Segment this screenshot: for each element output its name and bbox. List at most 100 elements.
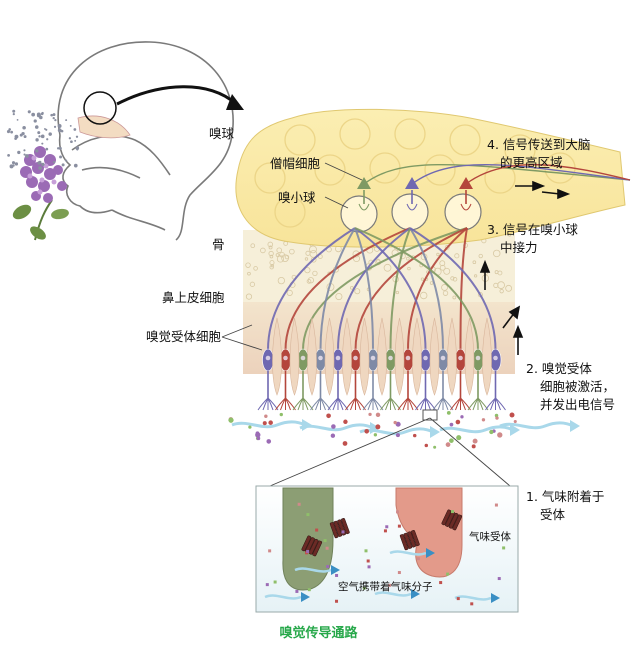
bone-speck xyxy=(276,255,285,263)
neuron-cilium xyxy=(315,397,321,411)
bone-speck xyxy=(304,257,309,261)
receptor-helix xyxy=(308,538,319,555)
bone-speck xyxy=(478,253,483,259)
odor-molecule xyxy=(412,433,417,438)
odor-molecule xyxy=(472,438,478,444)
bone-speck xyxy=(350,285,354,290)
support-cell xyxy=(412,317,422,396)
odor-receptor-protein xyxy=(301,535,323,557)
bone-speck xyxy=(420,277,425,281)
axon xyxy=(407,227,468,351)
odor-dot xyxy=(23,149,26,152)
mitral-tuft xyxy=(406,203,418,211)
inset-odor-molecule xyxy=(323,539,327,543)
inset-odor-molecule xyxy=(416,557,420,561)
mitral-axon xyxy=(465,164,631,185)
odor-dot xyxy=(23,153,26,156)
odor-molecule xyxy=(331,424,336,429)
odor-dot xyxy=(23,135,27,139)
neuron-cilium xyxy=(407,397,419,411)
inset-odor-molecule xyxy=(396,510,400,514)
inset-air-head xyxy=(301,592,310,602)
inset-odor-molecule xyxy=(364,549,368,553)
neuron-cilium xyxy=(425,397,436,411)
bone-speck xyxy=(499,289,504,294)
odor-molecule xyxy=(460,415,464,419)
odor-molecule xyxy=(497,432,503,438)
neuron-cilium xyxy=(460,397,466,411)
receptor-helix xyxy=(403,532,413,549)
odor-dot xyxy=(75,135,79,138)
inset-odor-molecule xyxy=(451,510,455,514)
air-flow-head xyxy=(430,426,440,438)
odor-dot xyxy=(40,134,45,139)
odor-dot xyxy=(16,118,19,121)
neuron-cilium xyxy=(297,397,304,411)
odor-molecule xyxy=(375,424,381,430)
step2-line1: 2. 嗅觉受体 xyxy=(526,361,592,376)
bone-speck xyxy=(269,254,274,259)
odor-molecule xyxy=(471,444,476,449)
air-flow-wave xyxy=(359,427,434,436)
neuron-nucleus xyxy=(265,355,271,361)
odor-dot xyxy=(65,119,68,122)
head-profile xyxy=(57,41,234,241)
neuron-cilium xyxy=(332,397,339,411)
inset-odor-molecule xyxy=(470,602,474,606)
odor-molecule xyxy=(445,442,451,447)
odor-dot xyxy=(52,117,55,120)
neuron-cilium xyxy=(320,397,331,411)
air-flow-head xyxy=(570,420,580,432)
bone-speck xyxy=(429,281,434,285)
neuron-cilium xyxy=(320,397,326,411)
bone-speck xyxy=(312,270,318,277)
inset-odor-molecule xyxy=(385,525,389,529)
bone-speck xyxy=(407,266,411,271)
axon xyxy=(389,227,411,351)
odor-dot xyxy=(41,142,44,145)
bone-speck xyxy=(395,290,400,295)
axon xyxy=(319,227,356,351)
neuron-cilium xyxy=(327,397,339,411)
odor-dot xyxy=(35,138,39,142)
bulb-circle xyxy=(314,154,346,186)
receptor-helix xyxy=(333,520,343,537)
odor-molecule xyxy=(395,433,400,438)
inset-odor-molecule xyxy=(362,586,366,590)
odor-molecule xyxy=(494,413,499,418)
leader-lines xyxy=(221,162,511,487)
bone-speck xyxy=(443,267,451,275)
neuron-cilium xyxy=(477,397,484,411)
bulb-circle xyxy=(394,118,426,150)
odor-dot xyxy=(12,112,15,116)
mitral-tuft xyxy=(460,203,472,211)
inset-odor-molecule xyxy=(295,589,299,593)
support-cell xyxy=(272,317,282,396)
step4-line1: 4. 信号传送到大脑 xyxy=(487,137,591,152)
lilac-flower xyxy=(12,146,69,241)
axon xyxy=(354,227,468,351)
bone-speck xyxy=(269,265,274,270)
neuron-cilium xyxy=(345,397,356,411)
odor-dot xyxy=(54,118,57,122)
odor-dot xyxy=(74,139,77,142)
bulb-circle xyxy=(484,162,516,194)
inset-air-flow xyxy=(264,548,500,603)
odor-dot xyxy=(53,161,56,164)
odor-dot xyxy=(46,138,49,141)
receptor-helix xyxy=(301,535,312,552)
mitral-axon xyxy=(411,164,631,185)
odor-dot xyxy=(17,150,21,155)
support-cell xyxy=(447,317,457,396)
odor-molecule xyxy=(489,429,494,435)
odor-dot xyxy=(37,161,41,165)
bone-speck xyxy=(276,247,282,253)
bone-speck xyxy=(454,253,460,259)
support-cell xyxy=(289,317,300,396)
odor-dot xyxy=(53,125,57,128)
bone-speck xyxy=(383,263,392,272)
inset-odor-molecule xyxy=(306,513,310,517)
axon xyxy=(354,227,479,351)
inset-odor-molecule xyxy=(494,503,498,507)
inset-odor-molecule xyxy=(335,599,339,603)
